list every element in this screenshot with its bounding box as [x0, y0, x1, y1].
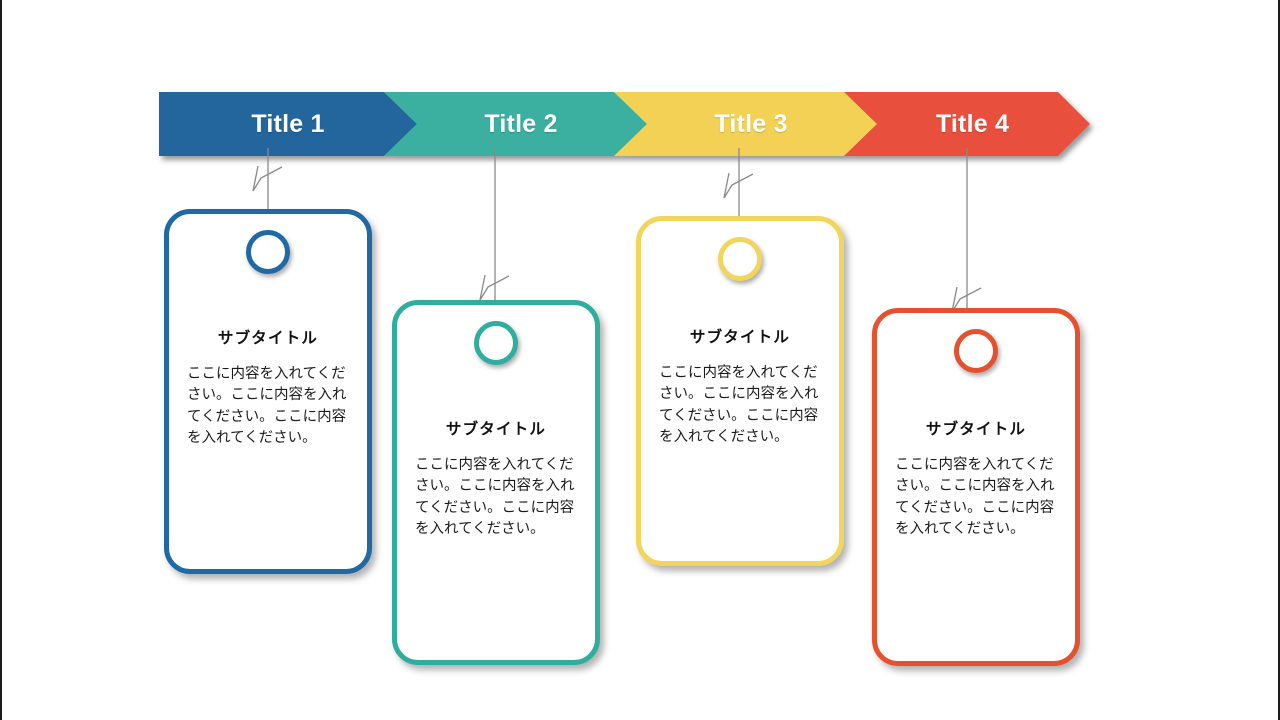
tag-body-text-3: ここに内容を入れてください。ここに内容を入れてください。ここに内容を入れてくださ… — [659, 365, 819, 445]
chevron-segment-2[interactable] — [384, 92, 647, 156]
tag-card-4[interactable]: サブタイトル ここに内容を入れてください。ここに内容を入れてください。ここに内容… — [872, 308, 1080, 666]
tag-content-1: サブタイトル ここに内容を入れてください。ここに内容を入れてください。ここに内容… — [169, 326, 367, 449]
chevron-segment-1[interactable] — [159, 92, 417, 156]
chevron-segment-4[interactable] — [844, 92, 1090, 156]
tag-card-3[interactable]: サブタイトル ここに内容を入れてください。ここに内容を入れてください。ここに内容… — [636, 216, 844, 566]
tag-content-3: サブタイトル ここに内容を入れてください。ここに内容を入れてください。ここに内容… — [641, 325, 839, 448]
chevron-label-1: Title 1 — [251, 110, 325, 138]
chevron-label-4: Title 4 — [935, 110, 1010, 138]
chevron-label-2: Title 2 — [484, 110, 558, 138]
tag-body-text-1: ここに内容を入れてください。ここに内容を入れてください。ここに内容を入れてくださ… — [187, 366, 347, 446]
tag-subtitle-1: サブタイトル — [217, 330, 319, 347]
tag-subtitle-2: サブタイトル — [445, 421, 547, 438]
tag-card-2[interactable]: サブタイトル ここに内容を入れてください。ここに内容を入れてください。ここに内容… — [392, 300, 600, 665]
tag-content-4: サブタイトル ここに内容を入れてください。ここに内容を入れてください。ここに内容… — [877, 417, 1075, 540]
tag-body-text-4: ここに内容を入れてください。ここに内容を入れてください。ここに内容を入れてくださ… — [895, 457, 1055, 537]
tag-body-text-2: ここに内容を入れてください。ここに内容を入れてください。ここに内容を入れてくださ… — [415, 457, 575, 537]
tag-hole-icon-2 — [474, 321, 518, 365]
banner-shapes — [159, 92, 1090, 156]
tag-hole-icon-3 — [718, 237, 762, 281]
tag-card-1[interactable]: サブタイトル ここに内容を入れてください。ここに内容を入れてください。ここに内容… — [164, 209, 372, 574]
tag-hole-icon-4 — [954, 329, 998, 373]
tag-subtitle-4: サブタイトル — [925, 421, 1027, 438]
tag-subtitle-3: サブタイトル — [689, 329, 791, 346]
process-banner: Title 1 Title 2 Title 3 Title 4 — [159, 92, 1090, 156]
chevron-segment-3[interactable] — [614, 92, 877, 156]
chevron-label-3: Title 3 — [714, 110, 788, 138]
tag-hole-icon-1 — [246, 230, 290, 274]
tag-content-2: サブタイトル ここに内容を入れてください。ここに内容を入れてください。ここに内容… — [397, 417, 595, 540]
